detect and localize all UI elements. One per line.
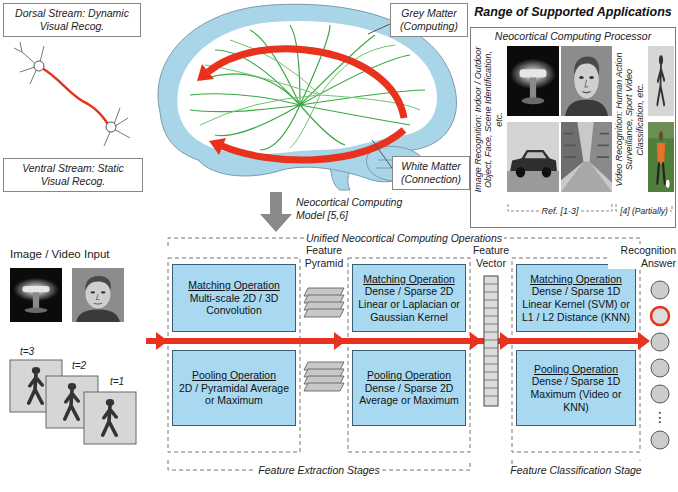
- model-label: Neocortical Computing Model [5,6]: [296, 196, 411, 221]
- callout-box: Ventral Stream: Static Visual Recog.: [3, 158, 143, 192]
- input-images: [10, 268, 136, 444]
- reference-note: [4] (Partially): [618, 206, 670, 216]
- callout-text: Dorsal Stream: Dynamic Visual Recog.: [7, 7, 137, 32]
- stage-output-label: Feature Pyramid: [300, 244, 348, 269]
- bracket-label: Feature Extraction Stages: [256, 464, 381, 477]
- operation-detail: Dense / Sparse 1D Maximum (Video or KNN): [521, 375, 631, 413]
- panel-heading: Neocortical Computing Processor: [471, 28, 675, 42]
- time-label: t=1: [110, 376, 124, 388]
- callout-text: White Matter (Connection): [396, 160, 466, 185]
- operation-detail: Dense / Sparse 2D Linear or Laplacian or…: [357, 285, 461, 323]
- time-label: t=3: [20, 346, 34, 358]
- time-label: t=2: [72, 360, 86, 372]
- answer-label: Recognition Answer: [608, 244, 678, 269]
- answer-circles: [651, 281, 669, 449]
- operation-title: Matching Operation: [177, 279, 291, 292]
- operation-detail: Multi-scale 2D / 3D Convolution: [177, 292, 291, 317]
- operation-title: Pooling Operation: [357, 369, 461, 382]
- operation-detail: Dense / Sparse 1D Linear Kernel (SVM) or…: [521, 285, 631, 323]
- feature-pyramid: [304, 288, 344, 391]
- callout-text: Ventral Stream: Static Visual Recog.: [7, 162, 139, 187]
- bracket-label: Feature Classification Stage: [508, 464, 643, 477]
- stage-groups: [168, 238, 640, 470]
- operation-box: Pooling Operation2D / Pyramidal Average …: [172, 350, 296, 426]
- neuron-sketch: [14, 42, 130, 146]
- callout-text: Grey Matter (Computing): [394, 7, 464, 32]
- operation-title: Matching Operation: [357, 273, 461, 286]
- application-images: [507, 46, 674, 211]
- bracket-label: Unified Neocortical Computing Operations: [304, 232, 504, 245]
- reference-note: Ref. [1-3]: [539, 206, 580, 217]
- stage-output-label: Feature Vector: [470, 244, 512, 269]
- section-title: Range of Supported Applications: [471, 5, 675, 19]
- operation-box: Matching OperationDense / Sparse 2D Line…: [352, 264, 466, 332]
- callout-box: Grey Matter (Computing): [390, 3, 468, 37]
- feature-vector: [484, 276, 498, 406]
- application-note: Image Recognition: Indoor / Outdoor Obje…: [473, 46, 504, 192]
- operation-box: Matching OperationDense / Sparse 1D Line…: [516, 264, 636, 332]
- operation-box: Pooling OperationDense / Sparse 2D Avera…: [352, 350, 466, 426]
- operation-box: Matching OperationMulti-scale 2D / 3D Co…: [172, 264, 296, 332]
- application-note: Video Recognition: Human Action Surveill…: [614, 46, 645, 192]
- flow-arrow: [146, 332, 650, 350]
- ellipsis-mark: ⋮: [653, 409, 667, 426]
- callout-box: Dorsal Stream: Dynamic Visual Recog.: [3, 3, 141, 37]
- callout-box: White Matter (Connection): [392, 156, 470, 190]
- operation-detail: 2D / Pyramidal Average or Maximum: [177, 382, 291, 407]
- operation-detail: Dense / Sparse 2D Average or Maximum: [357, 382, 461, 407]
- input-label: Image / Video Input: [10, 248, 110, 262]
- operation-title: Pooling Operation: [521, 363, 631, 376]
- operation-title: Pooling Operation: [177, 369, 291, 382]
- operation-title: Matching Operation: [521, 273, 631, 286]
- model-arrow: [260, 192, 292, 232]
- operation-box: Pooling OperationDense / Sparse 1D Maxim…: [516, 350, 636, 426]
